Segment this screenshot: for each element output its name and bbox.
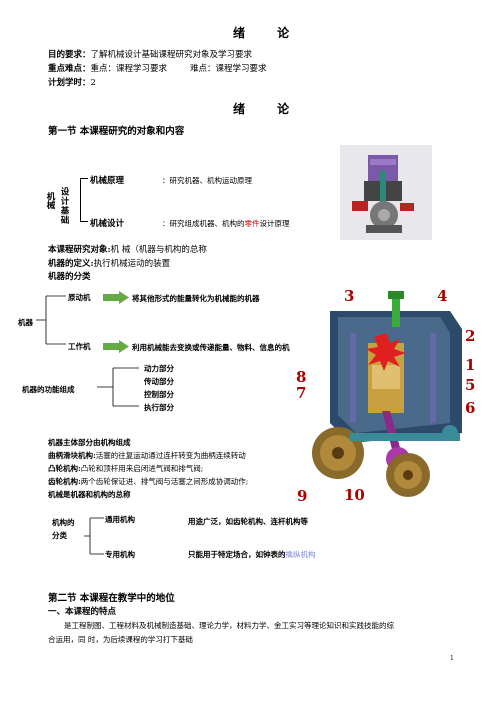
escapement-link[interactable]: 擒纵机构 — [285, 550, 316, 559]
para1-line1: 是工程制图、工程材料及机械制造基础、理论力学，材料力学、金工实习等理论知识和实践… — [64, 621, 394, 630]
object-label: 本课程研究对象: — [48, 245, 111, 255]
arrow-right-icon — [103, 340, 129, 353]
mech-root: 机械 — [45, 192, 55, 209]
engine-label-5: 5 — [465, 376, 476, 394]
key-label: 重点难点： — [48, 64, 91, 74]
engine-mechanism-image — [290, 283, 480, 509]
mech-item1-label: 机械原理 — [90, 176, 125, 186]
goal-line: 目的要求：了解机械设计基础课程研究对象及学习要求 — [48, 48, 252, 60]
mech-item2-desc-red: 零件 — [244, 219, 260, 228]
crank-text: 活塞的往复运动通过连杆转变为曲柄连续转动 — [95, 451, 246, 460]
mech-item2-desc-a: ：研究组成机器、机构的 — [162, 219, 245, 228]
machine-def-label: 机器的定义: — [48, 259, 94, 269]
engine-label-10: 10 — [344, 486, 365, 504]
cam-line: 凸轮机构:凸轮和顶杆用来启闭进气阀和排气阀; — [48, 463, 203, 474]
key-line: 重点难点：重点：课程学习要求 — [48, 62, 167, 74]
gear-text: 两个齿轮保证进、排气阀与活塞之间形成协调动作; — [80, 477, 249, 486]
engine-thumbnail-image — [340, 145, 432, 240]
hard-text: 难点：课程学习要求 — [190, 64, 267, 74]
crank-line: 曲柄滑块机构:活塞的往复运动通过连杆转变为曲柄连续转动 — [48, 450, 246, 461]
mech-class-a-label: 通用机构 — [105, 515, 135, 524]
section2-heading: 第二节 本课程在教学中的地位 — [48, 593, 175, 604]
key-text: 重点：课程学习要求 — [90, 64, 168, 74]
mech-item2-desc-b: 设计原理 — [259, 219, 290, 228]
engine-label-3: 3 — [344, 287, 355, 305]
bracket-top — [80, 178, 88, 179]
cam-label: 凸轮机构: — [48, 464, 81, 473]
cam-text: 凸轮和顶杆用来启闭进气阀和排气阀; — [80, 464, 204, 473]
engine-label-6: 6 — [465, 399, 476, 417]
class-root: 机器 — [18, 318, 33, 327]
engine-label-2: 2 — [465, 327, 476, 345]
machine-def-line: 机器的定义:执行机械运动的装置 — [48, 257, 170, 269]
para1-line2: 合运用，同 时，为后续课程的学习打下基础 — [48, 635, 193, 644]
crank-label: 曲柄滑块机构: — [48, 451, 96, 460]
hours-value: 2 — [90, 78, 96, 88]
goal-label: 目的要求： — [48, 50, 91, 60]
engine-label-4: 4 — [437, 287, 448, 305]
engine-label-8: 8 — [296, 368, 307, 386]
mech-item2-desc: ：研究组成机器、机构的零件设计原理 — [162, 218, 290, 229]
func-item-transmission: 传动部分 — [144, 377, 174, 386]
gear-label: 齿轮机构: — [48, 477, 81, 486]
mech-class-bracket — [84, 517, 104, 555]
bracket-line — [80, 178, 81, 222]
mech-class-b-desc-wrap: 只能用于特定场合，如钟表的擒纵机构 — [188, 549, 316, 560]
subtitle: 绪 论 — [233, 102, 304, 116]
engine-label-9: 9 — [297, 487, 308, 505]
func-bracket — [97, 367, 139, 407]
machine-class-label: 机器的分类 — [48, 272, 91, 282]
section1-heading: 第一节 本课程研究的对象和内容 — [48, 126, 185, 137]
arrow-right-icon — [103, 291, 129, 304]
mech-item2-label: 机械设计 — [90, 219, 125, 229]
func-item-execute: 执行部分 — [144, 403, 174, 412]
page-title: 绪 论 — [233, 26, 304, 40]
hours-label: 计划学时： — [48, 78, 91, 88]
machine-def-text: 执行机械运动的装置 — [93, 259, 171, 269]
mech-class-b-desc: 只能用于特定场合，如钟表的 — [188, 550, 286, 559]
func-item-control: 控制部分 — [144, 390, 174, 399]
class-bracket — [36, 295, 66, 345]
mech-branch: 设计基础 — [59, 187, 69, 225]
object-line: 本课程研究对象:机 械（机器与机构的总称 — [48, 243, 207, 255]
mech-summary: 机械是机器和机构的总称 — [48, 490, 131, 499]
class-a-desc: 将其他形式的能量转化为机械能的机器 — [132, 294, 260, 303]
page-number: 1 — [450, 655, 454, 662]
class-b-label: 工作机 — [68, 342, 91, 351]
object-text: 机 械（机器与机构的总称 — [110, 245, 207, 255]
func-root: 机器的功能组成 — [22, 385, 75, 394]
func-item-power: 动力部分 — [144, 364, 174, 373]
mech-class-a-desc: 用途广泛，如齿轮机构、连杆机构等 — [188, 517, 308, 526]
goal-text: 了解机械设计基础课程研究对象及学习要求 — [90, 50, 253, 60]
mech-item1-desc: ：研究机器、机构运动原理 — [162, 176, 252, 185]
class-b-desc: 利用机械能去变换或传递能量、物料、信息的机器 — [132, 343, 297, 352]
class-a-label: 原动机 — [68, 293, 91, 302]
mech-head: 机器主体部分由机构组成 — [48, 438, 131, 447]
mech-class-b-label: 专用机构 — [105, 550, 135, 559]
sub1-heading: 一、本课程的特点 — [48, 607, 117, 617]
engine-label-1: 1 — [465, 356, 476, 374]
gear-line: 齿轮机构:两个齿轮保证进、排气阀与活塞之间形成协调动作; — [48, 476, 248, 487]
bracket-bottom — [80, 221, 88, 222]
engine-label-7: 7 — [296, 384, 307, 402]
mech-class-root: 机构的分类 — [52, 518, 75, 540]
hours-line: 计划学时：2 — [48, 76, 96, 88]
